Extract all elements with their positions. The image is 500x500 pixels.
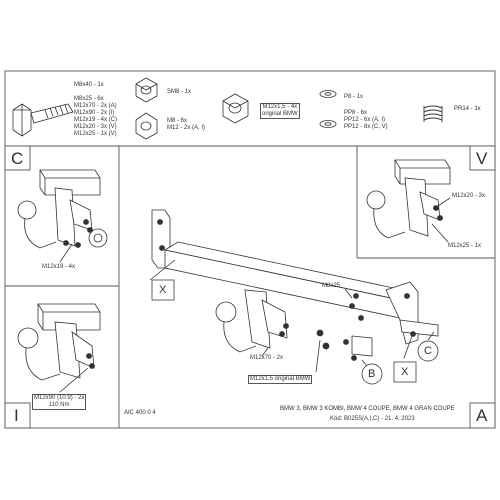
spring-washer-icon bbox=[423, 105, 443, 122]
marker-x-left: X bbox=[159, 284, 167, 296]
bolt-m8x40-icon bbox=[12, 103, 74, 137]
marker-c: C bbox=[424, 345, 432, 357]
corner-box-v bbox=[469, 145, 496, 171]
label-main-m12x70: M12x70 - 2x bbox=[250, 355, 284, 361]
label-main-m12-bmw: M12x1,5 original BMW bbox=[248, 375, 313, 384]
marker-x-right-box bbox=[393, 361, 417, 383]
marker-b-circle bbox=[361, 363, 383, 385]
footer-models: BMW 3, BMW 3 KOMBI, BMW 4 COUPE, BMW 4 G… bbox=[280, 406, 455, 412]
marker-x-right: X bbox=[401, 366, 409, 378]
label-panel-i-line: M12x90 (10.9) - 2x bbox=[34, 395, 85, 401]
label-nut-m8: M8 - 6x bbox=[167, 118, 188, 124]
panel-c-hitch-drawing bbox=[17, 169, 108, 263]
label-nut-sm8: SM8 - 1x bbox=[167, 89, 192, 95]
label-nut-bmw-line: M12x1,5 - 4x bbox=[262, 104, 298, 110]
label-washer-item: PP12 - 8x (C, V) bbox=[344, 124, 388, 130]
panel-letter-a: A bbox=[476, 406, 488, 425]
label-washer-list: PP8 - 6x PP12 - 6x (A, I) PP12 - 8x (C, … bbox=[344, 110, 388, 131]
marker-b: B bbox=[368, 368, 376, 380]
corner-box-i bbox=[4, 402, 31, 429]
label-bolt-m8x40: M8x40 - 1x bbox=[74, 82, 104, 88]
label-bolt-item: M8x25 - 6x bbox=[74, 96, 104, 102]
label-panel-i-bolt: M12x90 (10.9) - 2x 110 Nm bbox=[32, 394, 87, 410]
label-panel-v-bolt-a: M12x20 - 3x bbox=[452, 193, 486, 199]
panel-letter-i: I bbox=[14, 406, 19, 425]
nut-bmw-icon bbox=[222, 93, 249, 124]
label-bolt-item: M12x90 - 2x (I) bbox=[74, 110, 115, 116]
marker-x-left-box bbox=[151, 279, 175, 301]
outer-frame bbox=[4, 70, 496, 429]
label-panel-c-bolt: M12x19 - 4x bbox=[42, 264, 76, 270]
label-main-m8x25: M8x25 bbox=[322, 283, 341, 289]
label-bolt-item: M12x25 - 1x (V) bbox=[74, 131, 117, 137]
footer-kod: Kód: B025S(A,I,C) - 21. 4. 2023 bbox=[330, 416, 415, 422]
label-panel-v-bolt-b: M12x25 - 1x bbox=[448, 243, 482, 249]
corner-box-a bbox=[469, 402, 496, 429]
label-nut-m12: M12 - 2x (A, I) bbox=[167, 125, 206, 131]
label-nut-bmw: M12x1,5 - 4x original BMW bbox=[260, 103, 300, 119]
label-washer-p8: P8 - 1x bbox=[344, 94, 364, 100]
label-spring-pr14: PR14 - 1x bbox=[454, 106, 481, 112]
corner-box-c bbox=[4, 145, 31, 171]
nut-m8-m12-icon bbox=[135, 112, 158, 140]
label-bolt-item: M12x19 - 4x (C) bbox=[74, 117, 118, 123]
label-nut-bmw-line: original BMW bbox=[262, 111, 298, 117]
label-bolt-item: M12x70 - 2x (A) bbox=[74, 103, 117, 109]
nut-sm8-icon bbox=[135, 77, 158, 103]
panel-letter-c: C bbox=[11, 149, 24, 168]
washer-icons bbox=[319, 90, 337, 128]
footer-code: AIC 400 0 4 bbox=[124, 410, 156, 416]
label-bolt-item: M12x20 - 3x (V) bbox=[74, 124, 117, 130]
panel-letter-v: V bbox=[476, 149, 488, 168]
label-panel-i-line: 110 Nm bbox=[48, 402, 70, 408]
marker-c-circle bbox=[417, 340, 439, 362]
label-bolt-list: M8x25 - 6x M12x70 - 2x (A) M12x90 - 2x (… bbox=[74, 96, 117, 138]
label-washer-item: PP8 - 6x bbox=[344, 110, 368, 116]
main-crossbar-drawing bbox=[149, 209, 439, 373]
label-washer-item: PP12 - 6x (A, I) bbox=[344, 117, 386, 123]
panel-i-hitch-drawing bbox=[17, 303, 101, 393]
panel-v-hitch-drawing bbox=[366, 159, 451, 243]
